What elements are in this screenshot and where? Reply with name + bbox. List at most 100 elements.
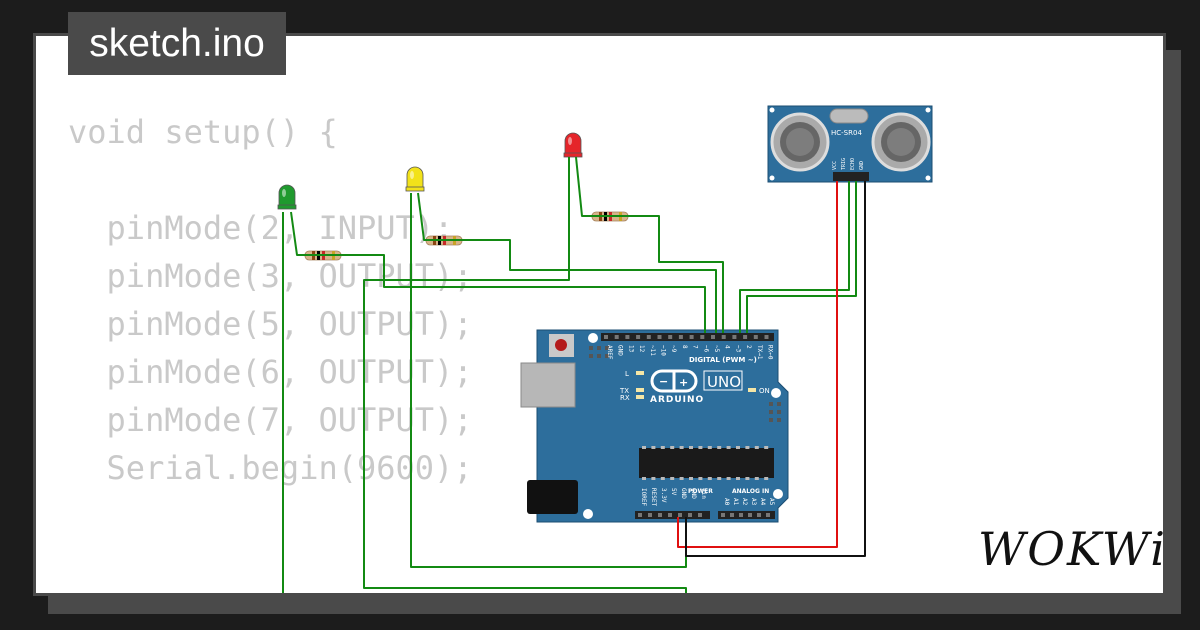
digital-pin-label: ~5 — [713, 345, 720, 353]
led-green[interactable] — [277, 184, 297, 210]
chip-leg — [707, 477, 712, 480]
power-pin[interactable] — [668, 513, 672, 517]
chip-leg — [736, 446, 740, 449]
led-yellow[interactable] — [405, 166, 425, 192]
sensor-pin-label: ECHO — [850, 158, 856, 170]
atmega-chip — [639, 448, 774, 478]
power-pin-label: RESET — [650, 488, 657, 506]
digital-pin[interactable] — [604, 335, 608, 339]
digital-label: DIGITAL (PWM ~) — [689, 356, 757, 364]
chip-leg — [679, 446, 684, 449]
svg-text:TX: TX — [619, 387, 629, 395]
usb-port — [520, 362, 576, 408]
chip-leg — [670, 477, 675, 480]
chip-leg — [698, 477, 703, 480]
analog-pin-label: A3 — [750, 498, 757, 506]
power-pin[interactable] — [698, 513, 702, 517]
wire-sensor-vcc — [677, 181, 838, 548]
digital-pin-label: 12 — [638, 345, 645, 353]
file-tab[interactable]: sketch.ino — [68, 12, 286, 75]
wire-led-red — [575, 156, 724, 333]
power-pin[interactable] — [638, 513, 642, 517]
digital-pin[interactable] — [764, 335, 769, 339]
digital-pin-label: AREF — [606, 345, 613, 360]
code-line: pinMode(6, OUTPUT); — [68, 353, 473, 391]
svg-text:ON: ON — [759, 387, 770, 395]
svg-text:L: L — [625, 370, 629, 378]
digital-pin-label: ~9 — [670, 345, 677, 353]
chip-leg — [707, 446, 712, 449]
analog-pin[interactable] — [730, 513, 734, 517]
power-pin-label: Vin — [700, 488, 707, 499]
svg-text:+: + — [679, 376, 688, 389]
chip-leg — [651, 446, 656, 449]
chip-leg — [754, 477, 759, 480]
power-label: POWER — [688, 488, 713, 495]
analog-pin[interactable] — [739, 513, 743, 517]
chip-leg — [717, 446, 722, 449]
power-pin-label: 5V — [670, 488, 677, 496]
analog-pin[interactable] — [757, 513, 761, 517]
code-line: pinMode(2, INPUT); — [68, 209, 454, 247]
analog-header — [718, 511, 775, 519]
analog-pin-label: A1 — [732, 498, 739, 506]
board-model: UNO — [707, 373, 741, 391]
chip-leg — [764, 477, 769, 480]
digital-pin[interactable] — [668, 335, 673, 339]
power-pin-label: GND — [690, 488, 697, 499]
wire-trig — [739, 181, 850, 333]
analog-pin[interactable] — [766, 513, 770, 517]
chip-leg — [754, 446, 759, 449]
analog-pin-label: A5 — [768, 498, 775, 506]
analog-pin-label: A4 — [759, 498, 766, 506]
digital-pin-label: 13 — [627, 345, 634, 353]
chip-leg — [717, 477, 722, 480]
analog-pin[interactable] — [748, 513, 752, 517]
digital-pin[interactable] — [732, 335, 737, 339]
power-pin[interactable] — [658, 513, 662, 517]
power-pin-label: 3.3V — [660, 488, 667, 503]
digital-pin[interactable] — [646, 335, 651, 339]
chip-leg — [764, 446, 769, 449]
power-pin[interactable] — [648, 513, 652, 517]
power-pin[interactable] — [678, 513, 682, 517]
digital-pin[interactable] — [614, 335, 619, 339]
digital-header — [601, 333, 774, 341]
diagram-canvas: void setup() { pinMode(2, INPUT); pinMod… — [33, 33, 1166, 596]
digital-pin-label: GND — [617, 345, 624, 356]
analog-pin[interactable] — [721, 513, 725, 517]
status-leds: L TX RX ON — [619, 370, 770, 402]
led-red[interactable] — [563, 132, 583, 158]
wire-echo — [746, 181, 857, 333]
chip-leg — [745, 446, 750, 449]
digital-pin-label: ~3 — [734, 345, 741, 353]
chip-leg — [642, 477, 646, 480]
digital-pin[interactable] — [753, 335, 758, 339]
digital-pin[interactable] — [721, 335, 726, 339]
code-line: pinMode(5, OUTPUT); — [68, 305, 473, 343]
digital-pin-label: 7 — [692, 345, 699, 349]
digital-pin[interactable] — [700, 335, 705, 339]
digital-pin-label: 8 — [681, 345, 688, 349]
digital-pin-label: 2 — [745, 345, 752, 349]
chip-leg — [745, 477, 750, 480]
power-pin[interactable] — [688, 513, 692, 517]
chip-leg — [689, 446, 693, 449]
digital-pin[interactable] — [625, 335, 630, 339]
digital-pin[interactable] — [689, 335, 694, 339]
digital-pin[interactable] — [636, 335, 641, 339]
code-line: pinMode(7, OUTPUT); — [68, 401, 473, 439]
digital-pin[interactable] — [678, 335, 683, 339]
chip-leg — [679, 477, 684, 480]
chip-leg — [689, 477, 693, 480]
wokwi-logo: WOKWi — [978, 522, 1167, 576]
code-line: pinMode(3, OUTPUT); — [68, 257, 473, 295]
chip-leg — [726, 446, 731, 449]
digital-pin[interactable] — [657, 335, 662, 339]
chip-leg — [670, 446, 675, 449]
analog-pin-label: A0 — [723, 498, 730, 506]
digital-pin[interactable] — [711, 335, 715, 339]
digital-pin[interactable] — [743, 335, 748, 339]
